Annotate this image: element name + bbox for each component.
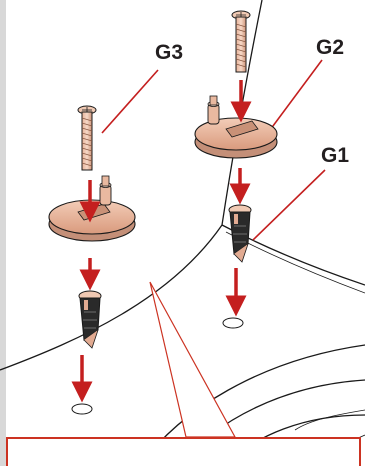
g3-drill-hole: [71, 403, 93, 415]
g3-expansion-anchor: [78, 290, 102, 349]
zoom-detail-box: [6, 437, 361, 466]
bowl-lower-curve-5: [294, 409, 365, 431]
g1-leader-line: [252, 169, 326, 241]
zoom-wedge: [149, 281, 237, 438]
assembly-arrows: [71, 80, 252, 403]
callout-g1: G1: [321, 144, 350, 167]
bowl-rim-curve: [0, 0, 263, 371]
zoom-wedge-shape: [149, 281, 237, 438]
callout-g3: G3: [155, 41, 184, 64]
g2-leader-line: [269, 59, 323, 131]
callout-g2: G2: [316, 36, 345, 59]
g2-screw: [231, 10, 251, 73]
g3-screw: [77, 105, 97, 171]
g3-hinge-plate: [48, 175, 136, 242]
g1-drill-hole: [222, 317, 244, 329]
g3-leader-line: [101, 69, 159, 134]
callout-lines: [101, 59, 326, 241]
frame-edge: [0, 0, 6, 466]
g1-expansion-anchor: [228, 204, 252, 263]
g2-hinge-plate: [194, 95, 278, 159]
